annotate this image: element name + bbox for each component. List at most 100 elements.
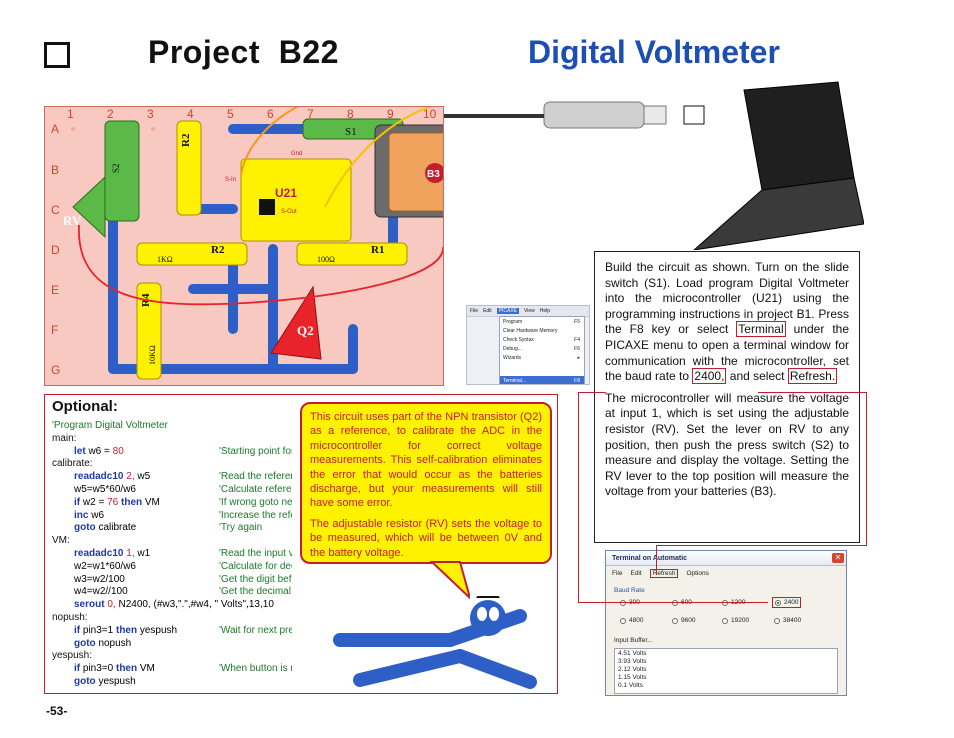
col-label: 8 [347, 107, 354, 121]
s1-label: S1 [345, 126, 357, 138]
code-line: let w6 = 80'Starting point for var [74, 445, 292, 457]
code-line: calibrate: [52, 458, 93, 470]
callout-line [578, 392, 579, 602]
terminal-highlight: Terminal [736, 321, 786, 338]
baud-option-38400[interactable]: 38400 [774, 617, 801, 624]
menu-help[interactable]: Help [539, 308, 551, 314]
code-line: goto yespush [74, 675, 136, 686]
code-line: w3=w2/100'Get the digit before [74, 573, 292, 585]
baud-option-9600[interactable]: 9600 [672, 617, 695, 624]
terminal-menu-options[interactable]: Options [686, 569, 709, 577]
terminal-menu-refresh[interactable]: Refresh [649, 568, 679, 578]
project-checkbox[interactable] [44, 42, 70, 68]
code-line: if pin3=1 then yespush'Wait for next pre… [74, 624, 292, 636]
baud-option-4800[interactable]: 4800 [620, 617, 643, 624]
q2-label: Q2 [297, 323, 314, 338]
buffer-line: 2.12 Volts [618, 666, 647, 673]
callout-line [578, 602, 768, 603]
r2-value: 1KΩ [157, 255, 173, 264]
page-title: Digital Voltmeter [528, 34, 780, 70]
u21-sout-label: S-Out [281, 209, 297, 215]
page-number: -53- [46, 704, 68, 718]
callout-line [866, 392, 867, 546]
instructions-paragraph-2: The microcontroller will measure the vol… [605, 390, 849, 499]
col-label: 3 [147, 107, 154, 121]
callout-line [758, 392, 866, 393]
u21-label: U21 [275, 186, 297, 200]
r2-top-label: R2 [180, 133, 192, 147]
row-label: A [51, 122, 60, 136]
code-line: if pin3=0 then VM'When button is rele [74, 663, 292, 675]
r1-value: 100Ω [317, 255, 335, 264]
laptop-keyboard-icon [693, 177, 864, 250]
code-line: w2=w1*60/w6'Calculate for decima [74, 560, 292, 572]
menu-view[interactable]: View [524, 308, 535, 314]
callout-line [656, 545, 657, 575]
laptop-screen-icon [743, 81, 855, 191]
row-label: C [51, 203, 60, 217]
terminal-menu-file[interactable]: File [612, 569, 623, 577]
menu-file[interactable]: File [470, 308, 479, 314]
optional-box [44, 394, 558, 694]
s2-label: S2 [111, 163, 121, 173]
breadboard: RV S1 S2 R2 R2 1KΩ R1 100Ω R4 10KΩ U21 S… [44, 106, 444, 386]
col-label: 7 [307, 107, 314, 121]
close-icon[interactable]: ✕ [832, 553, 844, 563]
instructions-box: Build the circuit as shown. Turn on the … [594, 251, 860, 543]
note-paragraph-2: The adjustable resistor (RV) sets the vo… [310, 517, 542, 559]
terminal-window: Terminal on Automatic ✕ File Edit Refres… [605, 550, 847, 696]
code-line: inc w6'Increase the referen [74, 509, 292, 521]
col-label: 1 [67, 107, 74, 121]
buffer-line: 1.15 Volts [618, 674, 647, 681]
code-line: goto nopush [74, 637, 132, 649]
menu-item-terminal[interactable]: Terminal...F8 [500, 376, 584, 384]
circuit-diagram: RV S1 S2 R2 R2 1KΩ R1 100Ω R4 10KΩ U21 S… [63, 107, 443, 380]
r4-value: 10KΩ [148, 345, 157, 365]
menu-item-debug[interactable]: Debug...F6 [503, 345, 580, 352]
mascot-illustration [333, 596, 537, 689]
usb-laptop-illustration [444, 81, 864, 250]
usb-port-icon [683, 105, 705, 125]
code-line: serout 0, N2400, (#w3,".",#w4, " Volts",… [74, 599, 274, 611]
code-line: if w2 = 76 then VM'If wrong goto next s [74, 496, 292, 508]
menu-item-wizards[interactable]: Wizards▸ [503, 354, 580, 361]
col-label: 9 [387, 107, 394, 121]
menu-picaxe[interactable]: PICAXE [496, 308, 520, 314]
code-line: nopush: [52, 611, 88, 623]
note-pointer [430, 561, 470, 600]
menu-edit[interactable]: Edit [483, 308, 492, 314]
code-line: readadc10 1, w1'Read the input volta [74, 547, 292, 559]
baud-rate-label: Baud Rate [614, 587, 645, 594]
code-line: w5=w5*60/w6'Calculate reference [74, 483, 292, 495]
col-label: 10 [423, 107, 437, 121]
row-label: B [51, 163, 60, 177]
buffer-line: 0.1 Volts [618, 682, 643, 689]
r1-label: R1 [371, 244, 384, 256]
code-line: main: [52, 432, 77, 444]
code-line: VM: [52, 535, 70, 547]
terminal-menu-edit[interactable]: Edit [630, 569, 642, 577]
buffer-line: 4.51 Volts [618, 650, 647, 657]
menu-item-clear-memory[interactable]: Clear Hardware Memory [503, 327, 558, 334]
u21-sin-label: S-In [225, 177, 236, 183]
baud-option-2400[interactable]: 2400 [772, 597, 802, 608]
instructions-paragraph-1: Build the circuit as shown. Turn on the … [605, 260, 849, 385]
baud-option-19200[interactable]: 19200 [722, 617, 749, 624]
usb-plug-icon [543, 101, 645, 129]
code-line: w4=w2//100'Get the decimal por [74, 586, 292, 598]
terminal-menubar: File Edit Refresh Options [606, 566, 846, 580]
row-label: G [51, 363, 61, 377]
calibration-note: This circuit uses part of the NPN transi… [300, 402, 552, 564]
row-label: E [51, 283, 60, 297]
rv-label: RV [63, 213, 82, 228]
col-label: 2 [107, 107, 114, 121]
col-label: 6 [267, 107, 274, 121]
baud-highlight: 2400, [692, 368, 727, 385]
buffer-line: 3.93 Volts [618, 658, 647, 665]
input-buffer[interactable]: 4.51 Volts 3.93 Volts 2.12 Volts 1.15 Vo… [614, 648, 838, 694]
